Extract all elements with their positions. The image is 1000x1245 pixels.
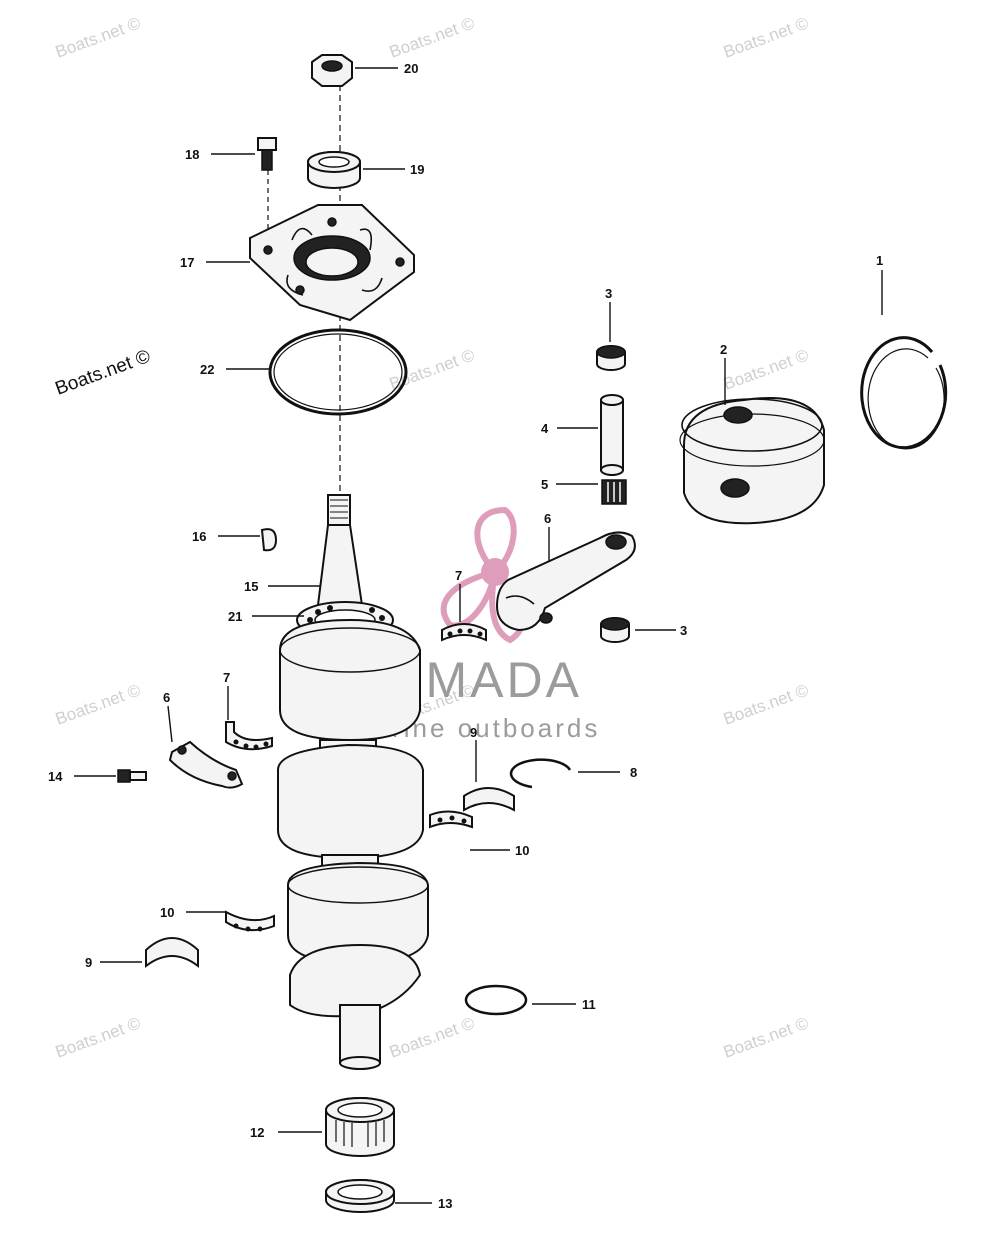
part-piston-ring [860,336,948,450]
watermark-text: Boats.net © [53,346,154,400]
callout-15: 15 [244,579,258,594]
callout-9: 9 [85,955,92,970]
watermark-text: Boats.net © [721,680,812,728]
part-crankshaft [277,494,429,1070]
part-needle-bearing-small [601,479,627,505]
watermark-text: Boats.net © [721,1013,812,1061]
part-piston-pin [600,394,624,476]
part-bearing-housing [249,204,415,322]
part-retaining-ring [509,758,572,789]
callout-18: 18 [185,147,199,162]
callout-3: 3 [680,623,687,638]
part-bearing-race [145,937,199,969]
part-nut [311,54,353,87]
part-o-ring [268,328,408,416]
callout-20: 20 [404,61,418,76]
callout-1: 1 [876,253,883,268]
callout-8: 8 [630,765,637,780]
callout-6: 6 [163,690,170,705]
part-bearing-race [463,787,515,812]
callout-labels: 1 2 3 3 4 5 6 6 7 7 8 9 9 10 10 11 12 13… [48,61,883,1211]
part-woodruff-key [260,528,278,552]
part-bearing-cap [600,617,630,643]
callout-19: 19 [410,162,424,177]
callout-11: 11 [582,997,596,1012]
callout-9: 9 [470,725,477,740]
part-needle-bearing-cage [429,810,473,829]
part-bolt [257,137,277,171]
watermark-text: Boats.net © [53,680,144,728]
callout-3: 3 [605,286,612,301]
callout-12: 12 [250,1125,264,1140]
leader-lines [74,67,883,1204]
callout-10: 10 [515,843,529,858]
callout-7: 7 [455,568,462,583]
callout-14: 14 [48,769,63,784]
part-screw [117,769,147,783]
callout-7: 7 [223,670,230,685]
propeller-logo [440,506,526,644]
part-roller-bearing [325,1097,395,1157]
watermark-text: Boats.net © [721,13,812,61]
callout-5: 5 [541,477,548,492]
part-bearing-ring [325,1179,395,1213]
callout-4: 4 [541,421,549,436]
watermark-text: Boats.net © [53,13,144,61]
callout-17: 17 [180,255,194,270]
part-retaining-ring [464,984,528,1016]
part-rod-cap [168,740,244,789]
watermark-text: Boats.net © [53,1013,144,1061]
part-needle-bearing-cage [225,721,273,751]
part-bearing-cap [596,345,626,371]
watermark-text: Boats.net © [387,13,478,61]
watermark-text: Boats.net © [387,1013,478,1061]
part-connecting-rod [495,531,636,632]
callout-13: 13 [438,1196,452,1211]
callout-10: 10 [160,905,174,920]
callout-16: 16 [192,529,206,544]
part-piston [679,397,825,525]
callout-21: 21 [228,609,242,624]
callout-6: 6 [544,511,551,526]
callout-2: 2 [720,342,727,357]
callout-22: 22 [200,362,214,377]
part-needle-bearing-cage [225,910,275,932]
part-needle-bearing-cage [441,623,487,642]
watermark-text: Boats.net © [721,345,812,393]
part-seal [307,151,361,189]
